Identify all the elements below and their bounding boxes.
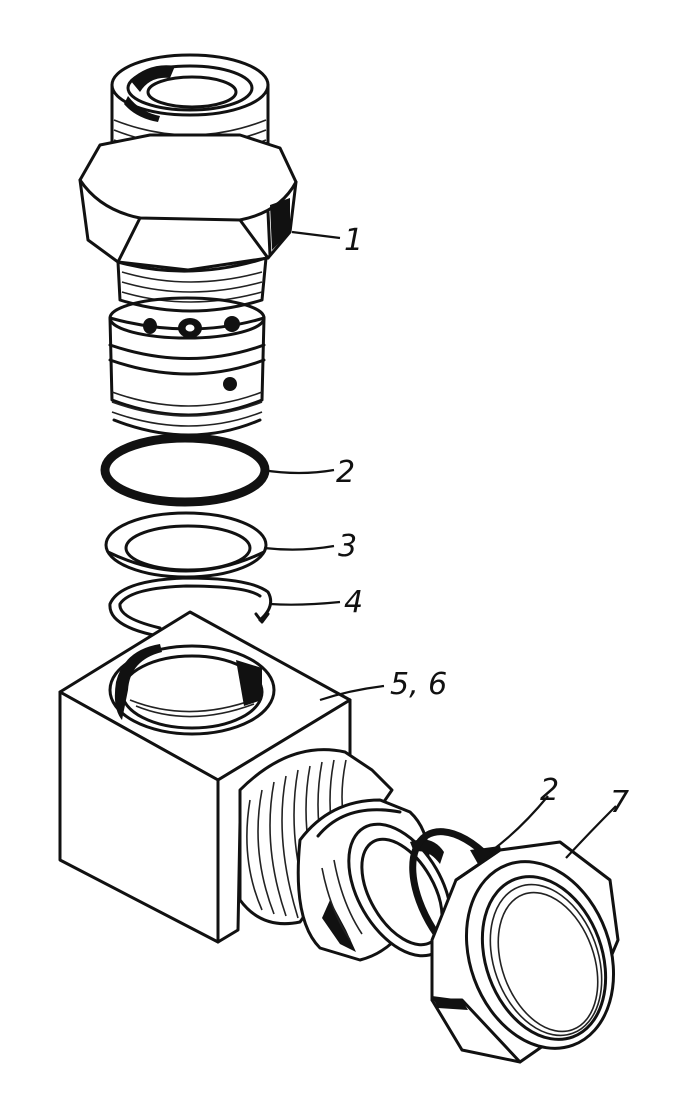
callout-1: 1	[344, 223, 363, 258]
callout-7: 7	[610, 785, 629, 820]
elbow-spigot	[238, 748, 453, 962]
callout-5-6: 5, 6	[390, 667, 447, 702]
callout-2-upper: 2	[336, 455, 355, 490]
leader-lines	[261, 230, 617, 859]
callout-2-lower: 2	[540, 773, 559, 808]
o-ring-upper-part-2	[100, 433, 270, 507]
callout-4: 4	[344, 585, 363, 620]
callout-labels: 1 2 3 4 5, 6 2 7	[336, 223, 629, 820]
retaining-ring-part-4	[108, 576, 273, 638]
fitting-part-1	[78, 53, 298, 437]
washer-part-3	[104, 511, 268, 579]
callout-3: 3	[338, 529, 357, 564]
union-nut-part-7	[430, 840, 620, 1064]
elbow-body-part-5-6	[58, 610, 352, 944]
